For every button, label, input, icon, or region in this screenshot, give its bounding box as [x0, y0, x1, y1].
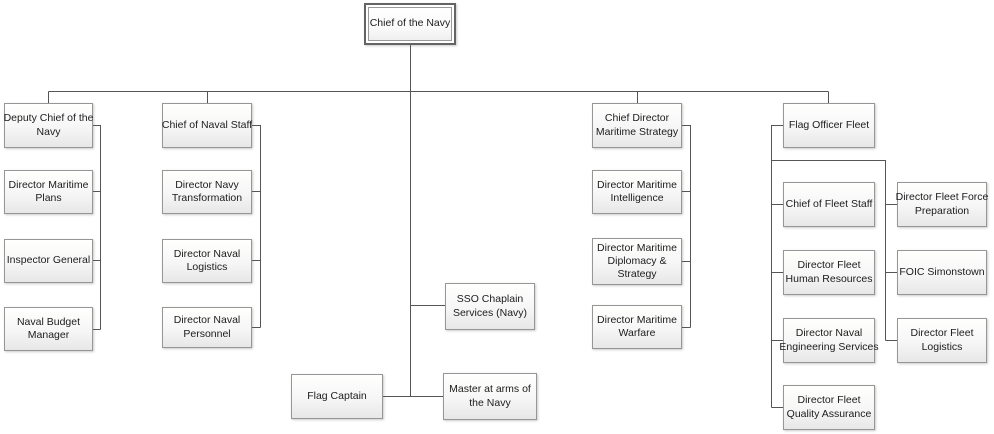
- org-node-deputy-chief-of-the-navy[interactable]: Deputy Chief of the Navy: [4, 103, 93, 148]
- connector-maritime-strategy-branch: [682, 125, 691, 328]
- org-node-director-maritime-intelligence[interactable]: Director Maritime Intelligence: [592, 170, 682, 214]
- org-node-master-at-arms[interactable]: Master at arms of the Navy: [443, 373, 537, 420]
- org-node-director-navy-transformation[interactable]: Director Navy Transformation: [162, 170, 252, 214]
- org-node-director-maritime-warfare[interactable]: Director Maritime Warfare: [592, 305, 682, 349]
- org-node-director-naval-logistics[interactable]: Director Naval Logistics: [162, 239, 252, 283]
- org-node-director-fleet-human-resources[interactable]: Director Fleet Human Resources: [783, 250, 875, 295]
- org-node-chief-of-fleet-staff[interactable]: Chief of Fleet Staff: [783, 182, 875, 227]
- org-node-foic-simonstown[interactable]: FOIC Simonstown: [897, 250, 987, 295]
- connector-root-spine: [48, 44, 829, 397]
- org-node-chief-of-the-navy[interactable]: Chief of the Navy: [364, 3, 456, 45]
- org-node-sso-chaplain-services[interactable]: SSO Chaplain Services (Navy): [445, 283, 535, 330]
- org-node-flag-captain[interactable]: Flag Captain: [291, 374, 383, 419]
- org-node-director-maritime-plans[interactable]: Director Maritime Plans: [4, 170, 93, 214]
- org-node-director-maritime-diplomacy-strategy[interactable]: Director Maritime Diplomacy & Strategy: [592, 238, 682, 285]
- org-node-chief-of-naval-staff[interactable]: Chief of Naval Staff: [162, 103, 252, 148]
- org-node-chief-director-maritime-strategy[interactable]: Chief Director Maritime Strategy: [592, 103, 682, 148]
- org-node-director-fleet-logistics[interactable]: Director Fleet Logistics: [897, 318, 987, 363]
- connector-deputy-chief-branch: [93, 125, 101, 330]
- org-node-flag-officer-fleet[interactable]: Flag Officer Fleet: [783, 103, 875, 148]
- connector-naval-staff-branch: [252, 125, 261, 328]
- org-node-director-naval-engineering-services[interactable]: Director Naval Engineering Services: [779, 318, 879, 363]
- org-node-director-fleet-quality-assurance[interactable]: Director Fleet Quality Assurance: [783, 385, 875, 430]
- org-node-director-fleet-force-preparation[interactable]: Director Fleet Force Preparation: [896, 182, 988, 227]
- connector-fleet-branch: [771, 125, 897, 408]
- org-node-director-naval-personnel[interactable]: Director Naval Personnel: [162, 307, 252, 348]
- org-node-inspector-general[interactable]: Inspector General: [4, 239, 93, 283]
- org-node-naval-budget-manager[interactable]: Naval Budget Manager: [4, 307, 93, 351]
